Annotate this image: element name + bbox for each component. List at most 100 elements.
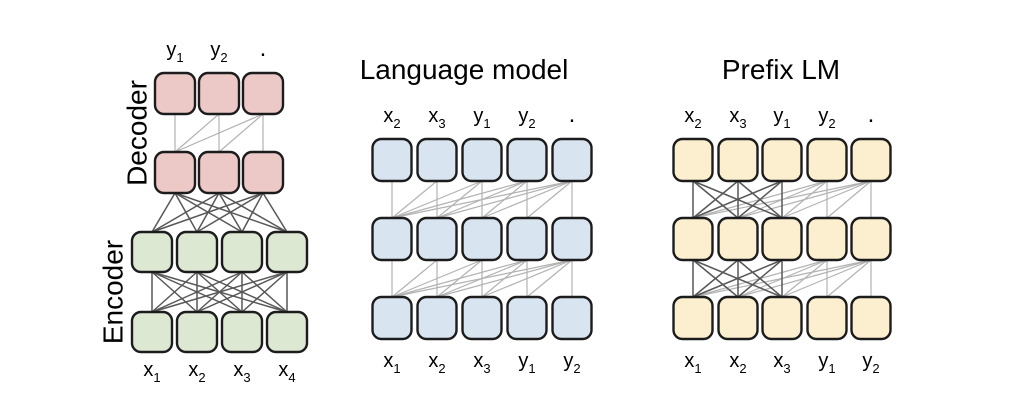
causal-attention-line — [737, 259, 872, 298]
full-attention-line — [151, 271, 288, 313]
input-token-label: x1 — [684, 350, 701, 376]
prefix-lm-token-box — [672, 295, 714, 341]
full-attention-line — [196, 192, 264, 233]
prefix-lm-token-box — [672, 216, 714, 262]
causal-attention-line — [391, 259, 438, 298]
prefix-lm-token-box — [850, 137, 892, 183]
input-token-label: x2 — [188, 359, 205, 385]
language-model-token-box — [506, 137, 548, 183]
causal-attention-line — [436, 180, 573, 219]
diagram-title: Language model — [360, 54, 569, 85]
causal-attention-line — [526, 259, 573, 298]
full-attention-line — [737, 180, 783, 219]
full-attention-line — [241, 271, 288, 313]
output-token-label: y2 — [818, 105, 835, 131]
causal-attention-line — [391, 180, 573, 219]
prefix-lm-token-box — [850, 295, 892, 341]
language-model-token-box — [461, 295, 503, 341]
prefix-lm-token-box — [717, 216, 759, 262]
input-token-label: y1 — [818, 350, 835, 376]
language-model-token-box — [371, 216, 413, 262]
prefix-lm-token-box — [850, 216, 892, 262]
encoder-token-box — [175, 310, 219, 354]
language-model-token-box — [416, 216, 458, 262]
full-attention-line — [737, 259, 783, 298]
prefix-lm-token-box — [761, 295, 803, 341]
output-token-label: x3 — [428, 105, 445, 131]
input-token-label: x1 — [143, 359, 160, 385]
full-attention-line — [692, 180, 739, 219]
full-attention-line — [692, 259, 739, 298]
encoder-token-box — [175, 230, 219, 274]
language-model-token-box — [371, 295, 413, 341]
causal-attention-line — [174, 113, 264, 153]
full-attention-line — [151, 192, 176, 233]
input-token-label: x2 — [729, 350, 746, 376]
input-token-label: x2 — [428, 350, 445, 376]
causal-attention-line — [826, 259, 872, 298]
causal-attention-line — [737, 180, 872, 219]
output-token-label: y1 — [773, 105, 790, 131]
causal-attention-line — [391, 259, 483, 298]
output-token-label: x3 — [729, 105, 746, 131]
decoder-token-box — [197, 150, 241, 195]
decoder-token-box — [153, 150, 197, 195]
language-model-token-box — [371, 137, 413, 183]
full-attention-line — [262, 192, 288, 233]
input-token-label: x3 — [233, 359, 250, 385]
encoder-side-label: Encoder — [98, 240, 129, 344]
encoder-token-box — [265, 230, 309, 274]
full-attention-line — [151, 192, 264, 233]
encoder-token-box — [130, 310, 174, 354]
causal-attention-line — [391, 259, 573, 298]
full-attention-line — [151, 271, 198, 313]
full-attention-line — [151, 271, 243, 313]
output-token-label: y1 — [166, 39, 183, 65]
decoder-side-label: Decoder — [122, 80, 153, 186]
input-token-label: x1 — [383, 350, 400, 376]
causal-attention-line — [826, 180, 872, 219]
causal-attention-line — [391, 259, 528, 298]
causal-attention-line — [218, 113, 264, 153]
language-model-token-box — [416, 295, 458, 341]
causal-attention-line — [781, 180, 872, 219]
full-attention-line — [692, 180, 783, 219]
decoder-token-box — [197, 71, 241, 116]
input-token-label: y1 — [518, 350, 535, 376]
language-model-token-box — [551, 137, 593, 183]
encoder-token-box — [265, 310, 309, 354]
output-token-label: x2 — [684, 105, 701, 131]
language-model-token-box — [551, 295, 593, 341]
input-token-label: x3 — [473, 350, 490, 376]
language-model-token-box — [506, 295, 548, 341]
language-model-token-box — [416, 137, 458, 183]
prefix-lm-token-box — [806, 137, 848, 183]
output-token-label: y2 — [518, 105, 535, 131]
input-token-label: y2 — [563, 350, 580, 376]
diagram-title: Prefix LM — [722, 54, 840, 85]
encoder-token-box — [130, 230, 174, 274]
language-model-token-box — [461, 137, 503, 183]
causal-attention-line — [391, 180, 483, 219]
causal-attention-line — [174, 113, 220, 153]
causal-attention-line — [481, 180, 573, 219]
encoder-token-box — [220, 310, 264, 354]
language-model-token-box — [551, 216, 593, 262]
encoder-token-box — [220, 230, 264, 274]
full-attention-line — [692, 259, 783, 298]
prefix-lm-token-box — [717, 295, 759, 341]
causal-attention-line — [436, 259, 573, 298]
causal-attention-line — [481, 259, 573, 298]
output-token-label: . — [260, 35, 267, 62]
language-model-token-box — [461, 216, 503, 262]
output-token-label: y2 — [210, 39, 227, 65]
causal-attention-line — [391, 180, 528, 219]
output-token-label: y1 — [473, 105, 490, 131]
output-token-label: . — [569, 101, 576, 128]
input-token-label: x3 — [773, 350, 790, 376]
prefix-lm-token-box — [761, 137, 803, 183]
prefix-lm-token-box — [806, 216, 848, 262]
input-token-label: x4 — [278, 359, 295, 385]
